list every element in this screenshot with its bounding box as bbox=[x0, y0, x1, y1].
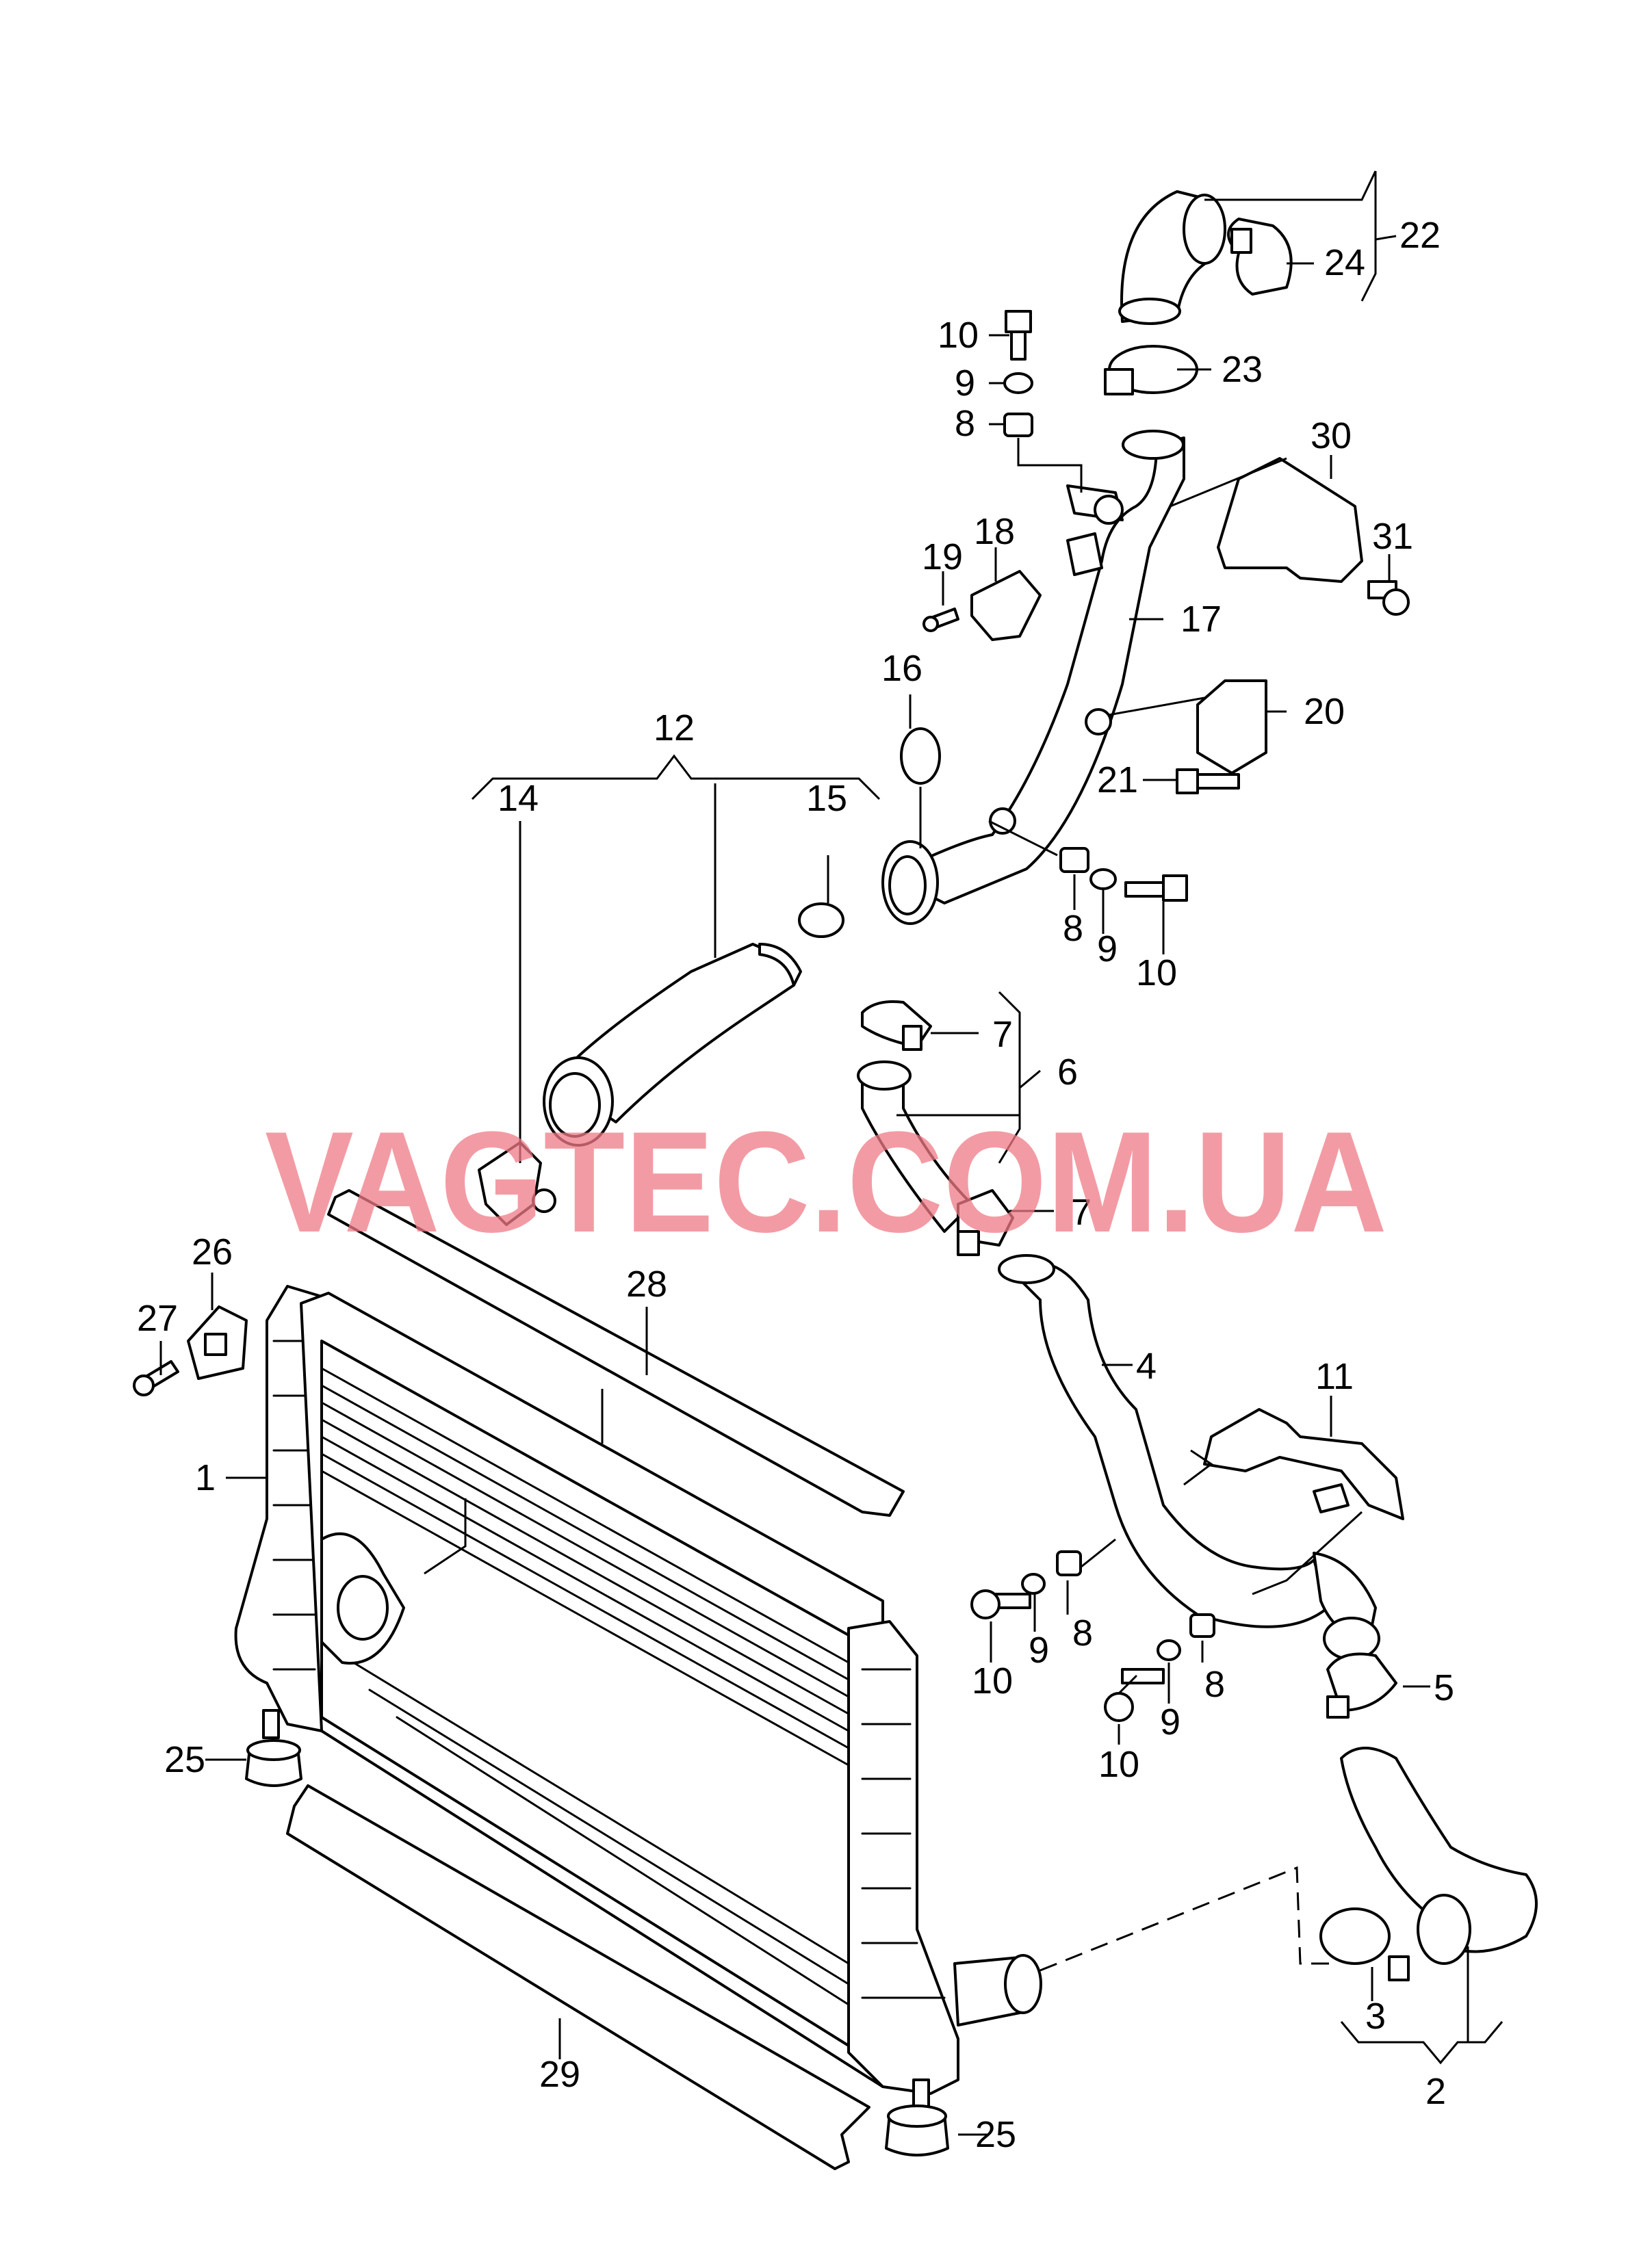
callout-9-low-b: 9 bbox=[1160, 1702, 1180, 1743]
hose-6 bbox=[857, 1060, 973, 1233]
callout-23: 23 bbox=[1222, 349, 1263, 390]
charge-hose-12 bbox=[543, 943, 802, 1147]
callout-6: 6 bbox=[1057, 1052, 1078, 1093]
washer-9-low-b bbox=[1157, 1639, 1181, 1661]
callout-25-left: 25 bbox=[164, 1739, 205, 1780]
nut-8-low-a bbox=[1056, 1550, 1082, 1576]
callout-27: 27 bbox=[137, 1298, 178, 1339]
callout-labels: 1 2 3 4 5 6 7 7 8 8 8 8 9 9 9 9 10 10 10… bbox=[137, 215, 1454, 2155]
washer-9-top bbox=[1003, 372, 1033, 394]
callout-9-low-a: 9 bbox=[1029, 1630, 1049, 1671]
callout-9-mid: 9 bbox=[1097, 928, 1118, 969]
bolt-10-low-b bbox=[1104, 1668, 1165, 1722]
callout-4: 4 bbox=[1136, 1346, 1157, 1387]
callout-31: 31 bbox=[1372, 516, 1413, 557]
callout-19: 19 bbox=[922, 536, 963, 577]
callout-14: 14 bbox=[498, 778, 539, 819]
callout-25-right: 25 bbox=[975, 2114, 1016, 2155]
callout-10-mid: 10 bbox=[1136, 952, 1177, 993]
nut-8-top bbox=[1003, 413, 1033, 437]
hose-clamp-24 bbox=[1227, 218, 1293, 296]
callout-10-top: 10 bbox=[938, 315, 979, 356]
hose-clamp-3 bbox=[1319, 1907, 1410, 1981]
bolt-21 bbox=[1176, 768, 1240, 794]
bolt-31 bbox=[1367, 580, 1410, 616]
callout-10-low-b: 10 bbox=[1098, 1744, 1139, 1785]
side-bracket-26 bbox=[187, 1305, 248, 1380]
callout-8-mid: 8 bbox=[1063, 908, 1083, 949]
intercooler-radiator bbox=[234, 1285, 1042, 2109]
nut-8-mid bbox=[1059, 847, 1089, 873]
bolt-10-low-a bbox=[970, 1589, 1031, 1619]
lower-seal-strip bbox=[286, 1784, 870, 2170]
watermark-text: VAGTEC.COM.UA bbox=[265, 1102, 1387, 1262]
seal-ring-16 bbox=[900, 727, 941, 785]
leader-lines bbox=[159, 170, 1503, 2136]
hose-2 bbox=[1340, 1747, 1538, 1965]
callout-28: 28 bbox=[626, 1264, 667, 1305]
bracket-11 bbox=[1203, 1408, 1404, 1520]
washer-9-mid bbox=[1089, 868, 1117, 890]
callout-24: 24 bbox=[1324, 242, 1365, 283]
bolt-10-mid bbox=[1124, 874, 1188, 902]
callout-26: 26 bbox=[192, 1231, 233, 1273]
hose-clamp-7-upper bbox=[861, 1000, 932, 1051]
callout-8-low-b: 8 bbox=[1204, 1664, 1225, 1705]
bolt-10-top bbox=[1005, 310, 1032, 361]
hose-clamp-5 bbox=[1326, 1652, 1397, 1719]
callout-9-top: 9 bbox=[955, 363, 975, 404]
callout-15: 15 bbox=[806, 778, 847, 819]
callout-18: 18 bbox=[974, 511, 1015, 552]
callout-3: 3 bbox=[1365, 1996, 1386, 2037]
o-ring-15 bbox=[798, 902, 844, 938]
callout-1: 1 bbox=[195, 1457, 216, 1498]
charge-pipe-17 bbox=[881, 430, 1185, 925]
callout-7-lower: 7 bbox=[1071, 1192, 1092, 1233]
charge-pipe-4 bbox=[998, 1254, 1380, 1660]
bracket-18 bbox=[970, 570, 1042, 641]
callout-12: 12 bbox=[654, 707, 695, 748]
callout-11: 11 bbox=[1315, 1356, 1354, 1397]
nut-8-low-b bbox=[1189, 1613, 1215, 1638]
hose-clamp-7-lower bbox=[957, 1189, 1014, 1256]
callout-5: 5 bbox=[1434, 1667, 1454, 1708]
callout-20: 20 bbox=[1304, 691, 1345, 732]
callout-22: 22 bbox=[1399, 215, 1441, 256]
callout-21: 21 bbox=[1097, 759, 1138, 800]
callout-16: 16 bbox=[881, 648, 922, 689]
rubber-mount-right bbox=[885, 2104, 949, 2156]
upper-seal-strip bbox=[327, 1189, 905, 1517]
screw-27 bbox=[133, 1360, 179, 1396]
callout-29: 29 bbox=[539, 2054, 580, 2095]
callout-30: 30 bbox=[1311, 415, 1352, 456]
bracket-20 bbox=[1196, 679, 1267, 774]
callout-7-upper: 7 bbox=[992, 1014, 1013, 1055]
washer-9-low-a bbox=[1021, 1573, 1046, 1595]
callout-2: 2 bbox=[1425, 2071, 1446, 2112]
callout-8-low-a: 8 bbox=[1072, 1613, 1093, 1654]
callout-8-top: 8 bbox=[955, 403, 975, 444]
callout-10-low-a: 10 bbox=[972, 1660, 1013, 1702]
screw-19 bbox=[922, 608, 959, 632]
rubber-mount-left bbox=[245, 1739, 302, 1787]
elbow-hose-22 bbox=[1118, 190, 1226, 325]
callout-17: 17 bbox=[1180, 599, 1222, 640]
